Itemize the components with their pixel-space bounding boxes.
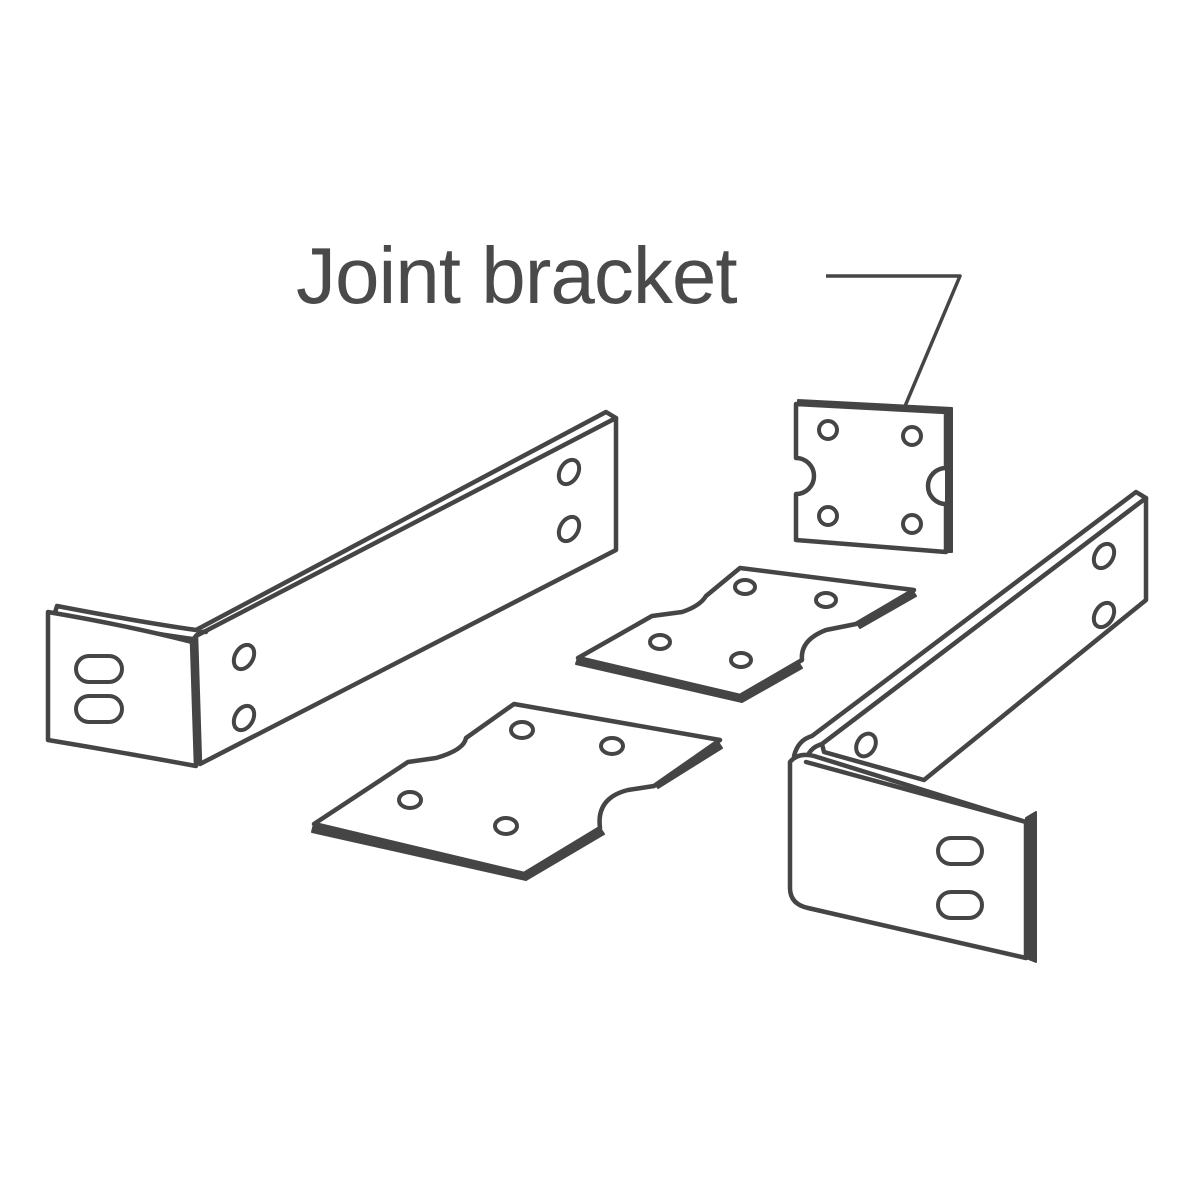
screw-hole [814, 591, 838, 609]
joint-bracket-flat-upper [575, 565, 917, 703]
joint-bracket-upright [793, 399, 953, 555]
left-rack-ear [45, 409, 619, 769]
callout-label: Joint bracket [296, 231, 738, 320]
joint-bracket-flat-lower [311, 701, 723, 881]
mounting-slot [936, 836, 984, 866]
screw-hole [648, 633, 672, 651]
screw-hole [556, 514, 582, 544]
screw-hole [901, 513, 923, 535]
mounting-slot [74, 694, 124, 724]
screw-hole [509, 720, 535, 740]
screw-hole [397, 790, 423, 810]
screw-hole [854, 731, 878, 759]
screw-hole [231, 642, 257, 672]
mounting-slot [74, 654, 124, 684]
screw-hole [817, 419, 839, 441]
screw-hole [817, 505, 839, 527]
screw-hole [493, 816, 519, 836]
screw-hole [556, 457, 582, 487]
screw-hole [901, 425, 923, 447]
screw-hole [733, 578, 757, 596]
screw-hole [1091, 541, 1117, 571]
screw-hole [1091, 600, 1117, 630]
screw-hole [231, 703, 257, 733]
right-rack-ear [787, 489, 1149, 963]
mounting-slot [936, 890, 984, 920]
screw-hole [729, 651, 753, 669]
screw-hole [599, 736, 625, 756]
